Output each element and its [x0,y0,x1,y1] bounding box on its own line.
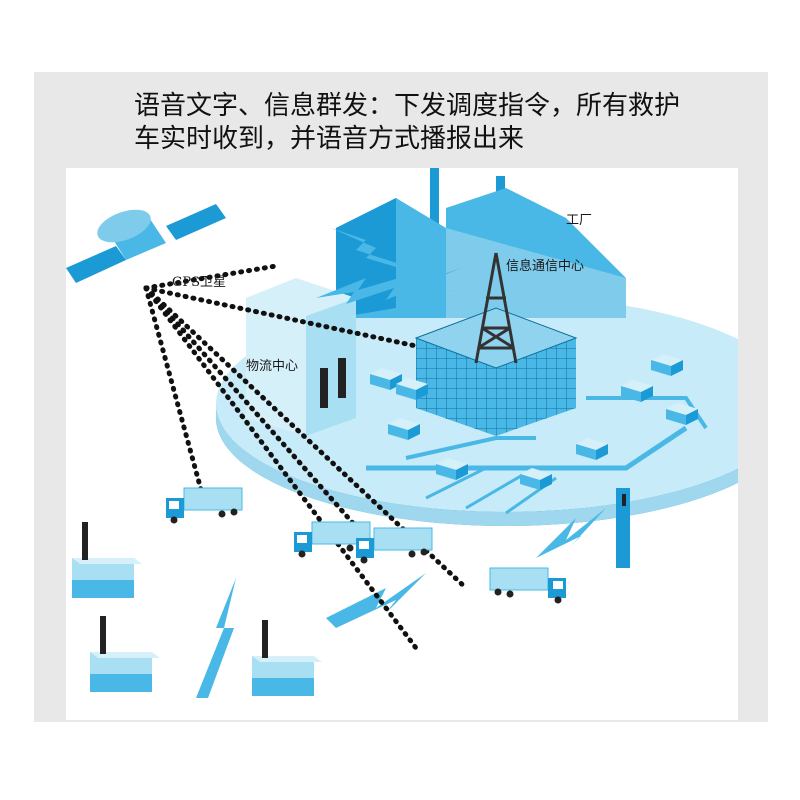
logistics-building [246,278,356,436]
caption-line-1: 语音文字、信息群发：下发调度指令，所有救护 [134,91,681,121]
caption-line-2: 车实时收到，并语音方式播报出来 [134,124,525,154]
beacon-pole [616,488,630,568]
radio-tower [474,252,518,364]
label-factory: 工厂 [566,213,592,228]
label-logistics: 物流中心 [246,359,298,374]
gps-satellite [66,204,226,283]
signal-bolt-factory [196,228,606,698]
factory-building [336,168,626,318]
label-info-center: 信息通信中心 [506,258,584,274]
info-center-block [414,307,578,436]
logistics-scene: GPS卫星 工厂 信息通信中心 物流中心 [66,168,738,720]
diagram-panel: 语音文字、信息群发：下发调度指令，所有救护 车实时收到，并语音方式播报出来 [34,72,768,722]
caption: 语音文字、信息群发：下发调度指令，所有救护 车实时收到，并语音方式播报出来 [134,90,734,156]
label-gps: GPS卫星 [172,275,226,290]
